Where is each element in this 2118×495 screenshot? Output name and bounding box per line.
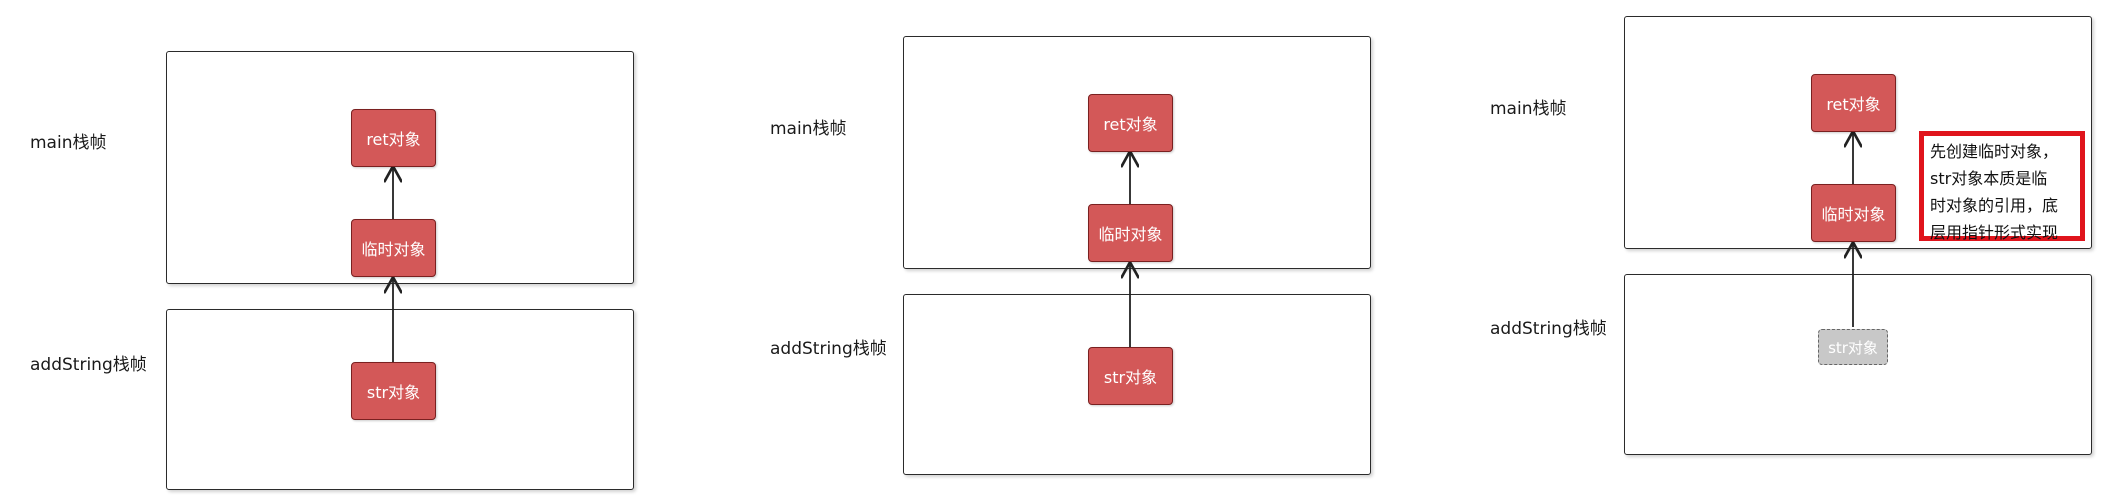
note-line-3: 时对象的引用，底 bbox=[1930, 196, 2059, 215]
explanation-note: 先创建临时对象， str对象本质是临 时对象的引用，底 层用指针形式实现 bbox=[1919, 131, 2085, 242]
diagram-panel-2: main栈帧 addString栈帧 ret对象 临时对象 str对象 bbox=[720, 0, 1440, 495]
temp-object-node: 临时对象 bbox=[1088, 204, 1173, 262]
addstring-frame-label: addString栈帧 bbox=[1490, 319, 1607, 339]
note-line-1: 先创建临时对象， bbox=[1930, 142, 2059, 161]
ret-object-node: ret对象 bbox=[1811, 74, 1896, 132]
ret-object-node: ret对象 bbox=[1088, 94, 1173, 152]
str-object-node-ghost: str对象 bbox=[1818, 329, 1888, 365]
main-frame-label: main栈帧 bbox=[30, 133, 107, 153]
note-line-2: str对象本质是临 bbox=[1930, 169, 2048, 188]
str-object-node: str对象 bbox=[1088, 347, 1173, 405]
addstring-frame-label: addString栈帧 bbox=[30, 355, 147, 375]
main-frame-label: main栈帧 bbox=[1490, 99, 1567, 119]
temp-object-node: 临时对象 bbox=[351, 219, 436, 277]
note-line-4: 层用指针形式实现 bbox=[1930, 223, 2059, 242]
temp-object-node: 临时对象 bbox=[1811, 184, 1896, 242]
diagram-panel-3: main栈帧 addString栈帧 ret对象 临时对象 str对象 先创建临… bbox=[1440, 0, 2118, 495]
str-object-node: str对象 bbox=[351, 362, 436, 420]
addstring-frame-label: addString栈帧 bbox=[770, 339, 887, 359]
main-frame-label: main栈帧 bbox=[770, 119, 847, 139]
diagram-panel-1: main栈帧 addString栈帧 ret对象 临时对象 str对象 bbox=[0, 0, 720, 495]
ret-object-node: ret对象 bbox=[351, 109, 436, 167]
